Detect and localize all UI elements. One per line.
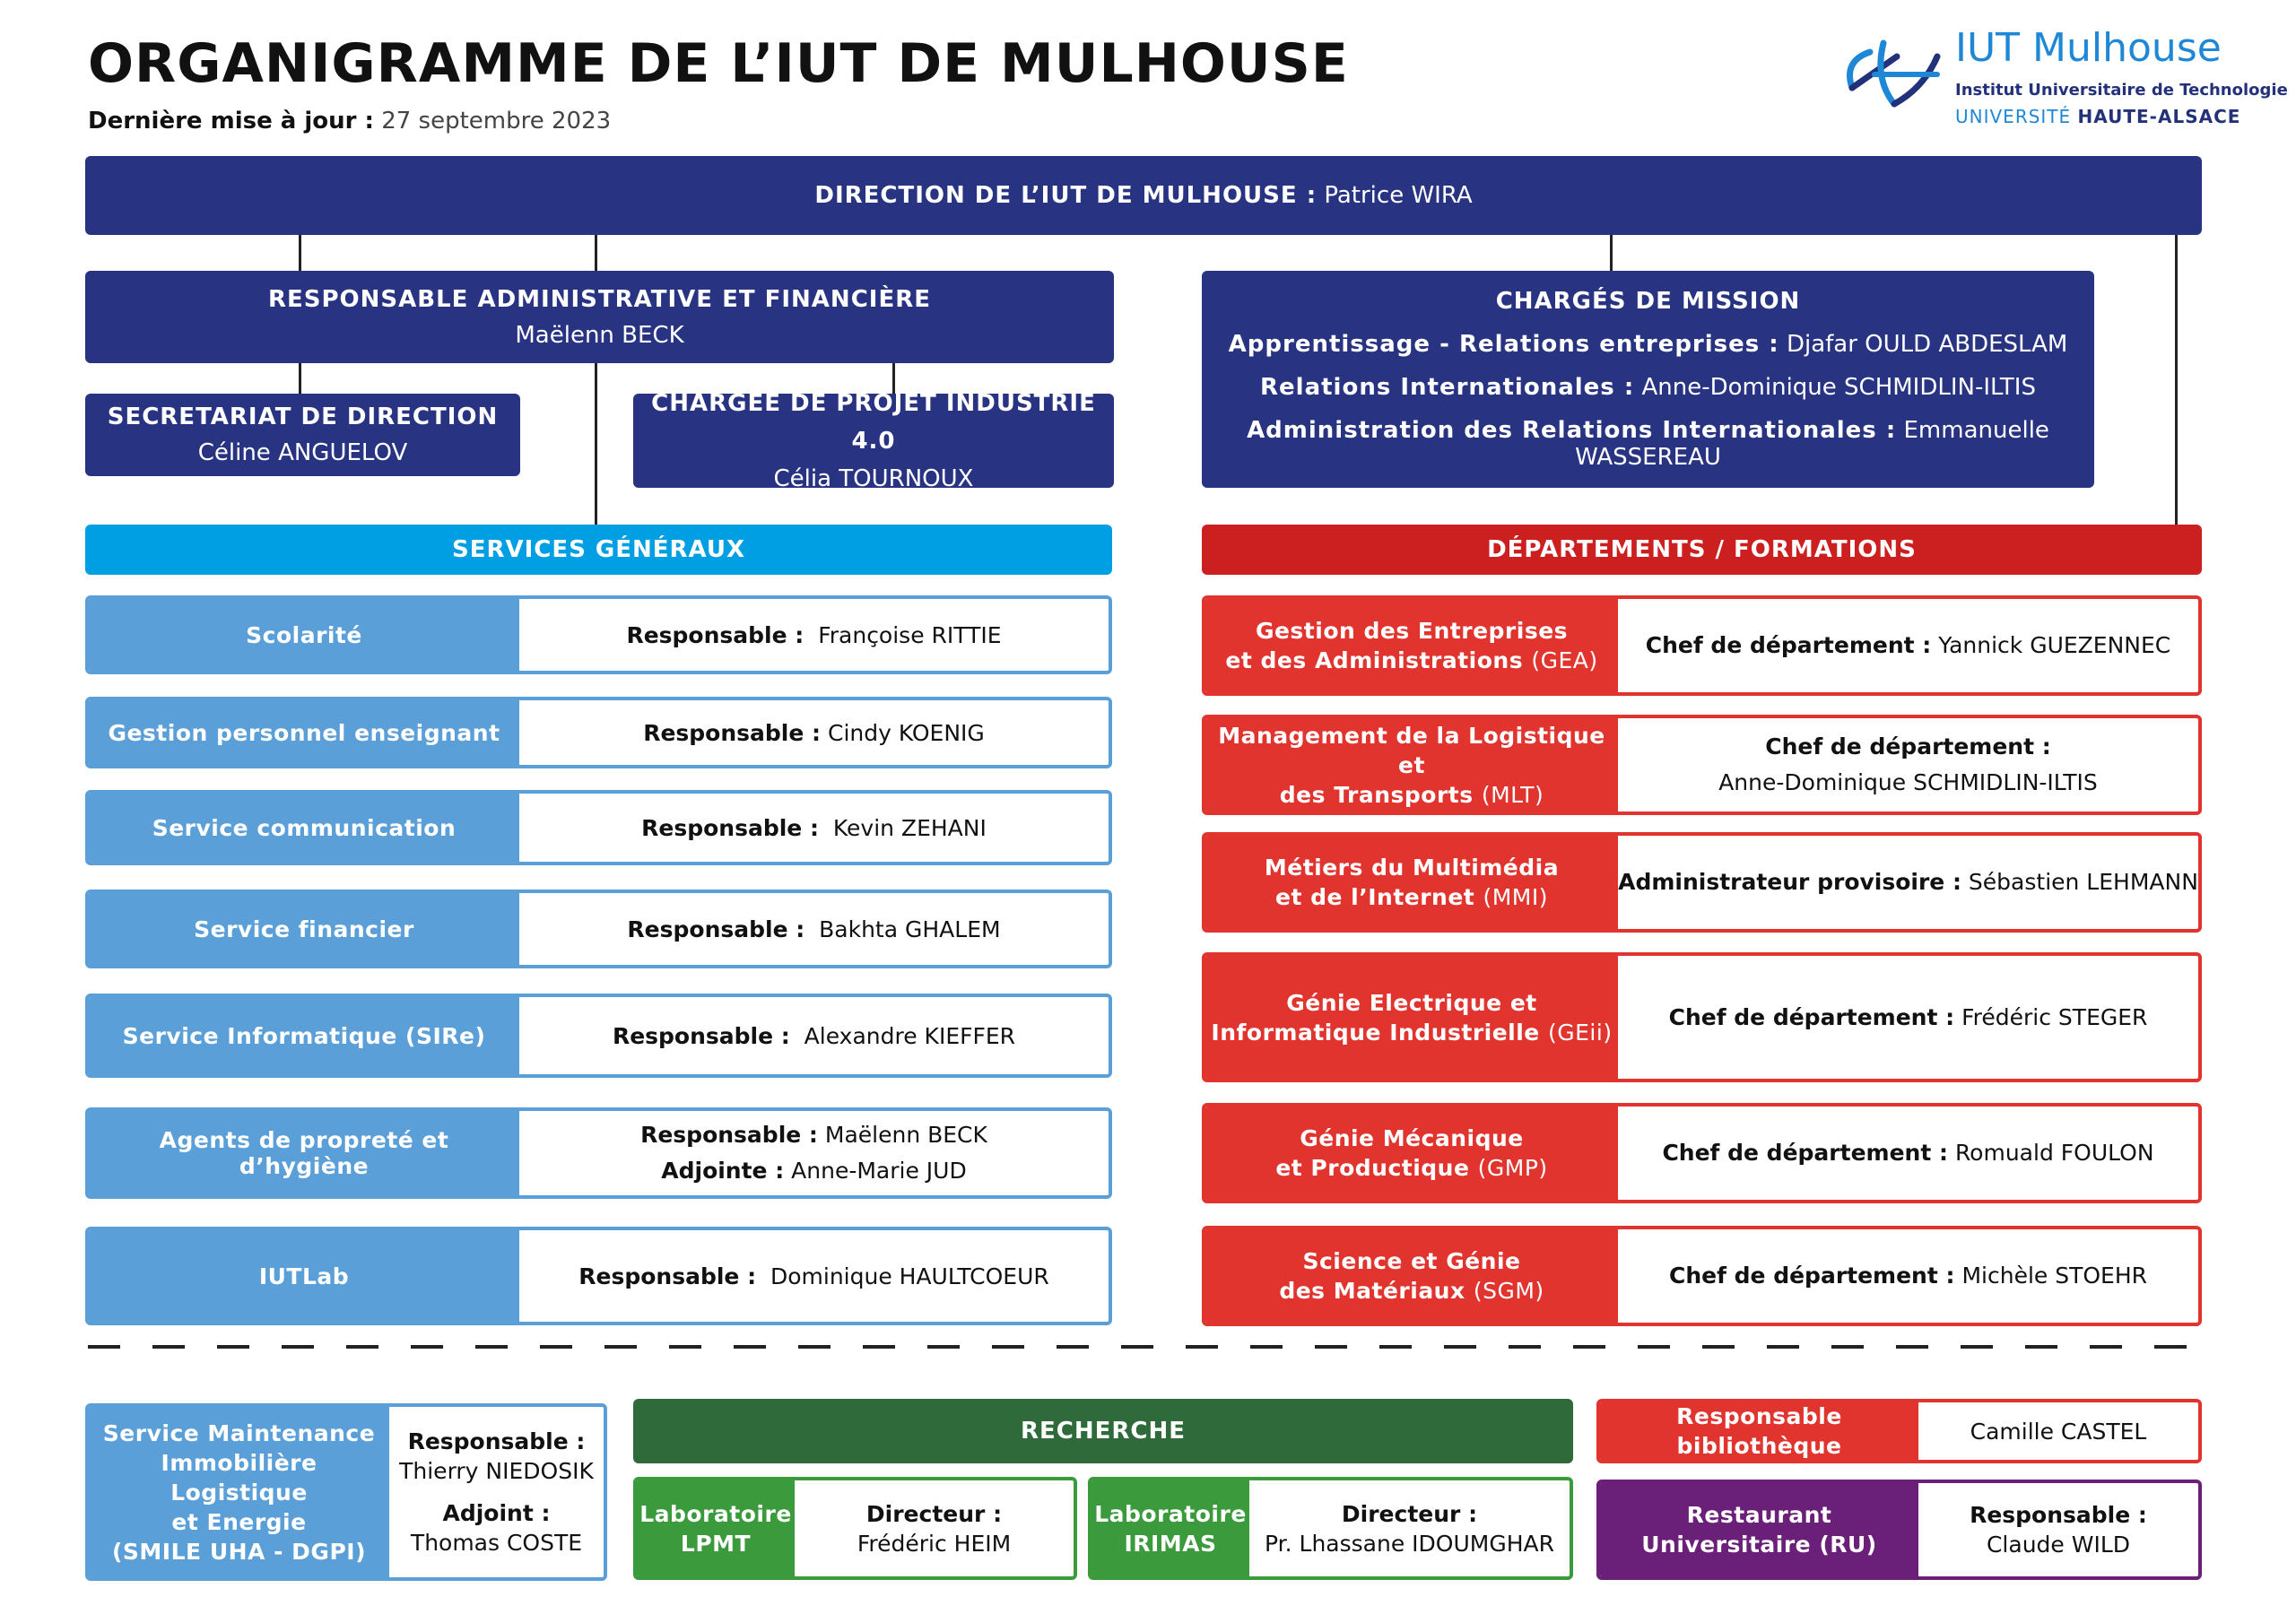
recherche-title-bar: RECHERCHE <box>633 1399 1573 1463</box>
missions-box: CHARGÉS DE MISSION Apprentissage - Relat… <box>1202 271 2094 488</box>
logo-subtitle: Institut Universitaire de Technologie <box>1955 81 2288 100</box>
service-row: Scolarité Responsable : Françoise RITTIE <box>85 595 1112 674</box>
raf-title: RESPONSABLE ADMINISTRATIVE ET FINANCIÈRE <box>267 285 931 313</box>
iut-logo: IUT Mulhouse Institut Universitaire de T… <box>1839 25 2288 127</box>
secretariat-box: SECRETARIAT DE DIRECTION Céline ANGUELOV <box>85 394 520 476</box>
service-row: Service financier Responsable : Bakhta G… <box>85 890 1112 968</box>
direction-name: Patrice WIRA <box>1324 182 1473 209</box>
industrie-box: CHARGÉE DE PROJET INDUSTRIE 4.0 Célia TO… <box>633 390 1114 492</box>
raf-box: RESPONSABLE ADMINISTRATIVE ET FINANCIÈRE… <box>85 271 1114 363</box>
service-row: Service communication Responsable : Kevi… <box>85 790 1112 865</box>
service-row: Service Informatique (SIRe) Responsable … <box>85 994 1112 1078</box>
logo-name: IUT Mulhouse <box>1955 25 2222 71</box>
service-row: Agents de propreté et d’hygiène Responsa… <box>85 1107 1112 1199</box>
page-title: ORGANIGRAMME DE L’IUT DE MULHOUSE <box>88 32 1349 95</box>
mission-item: Relations Internationales : Anne-Dominiq… <box>1260 374 2036 401</box>
raf-name: Maëlenn BECK <box>515 321 684 349</box>
iut-logo-icon <box>1847 39 1941 108</box>
direction-box: DIRECTION DE L’IUT DE MULHOUSE : Patrice… <box>85 156 2202 235</box>
dashed-separator <box>88 1345 2205 1349</box>
service-row: IUTLab Responsable : Dominique HAULTCOEU… <box>85 1227 1112 1325</box>
services-title-bar: SERVICES GÉNÉRAUX <box>85 525 1112 575</box>
service-row: Gestion personnel enseignant Responsable… <box>85 697 1112 768</box>
update-label: Dernière mise à jour : <box>88 108 374 135</box>
industrie-title: CHARGÉE DE PROJET INDUSTRIE 4.0 <box>651 389 1096 455</box>
update-date: Dernière mise à jour : 27 septembre 2023 <box>88 108 611 135</box>
mission-item: Apprentissage - Relations entreprises : … <box>1228 331 2068 358</box>
secretariat-title: SECRETARIAT DE DIRECTION <box>107 404 499 430</box>
logo-university: UNIVERSITÉ HAUTE-ALSACE <box>1955 106 2241 127</box>
direction-label: DIRECTION DE L’IUT DE MULHOUSE : <box>814 182 1318 209</box>
industrie-name: Célia TOURNOUX <box>773 464 974 492</box>
secretariat-name: Céline ANGUELOV <box>197 439 408 466</box>
missions-title: CHARGÉS DE MISSION <box>1495 288 1801 315</box>
update-value: 27 septembre 2023 <box>381 108 612 135</box>
departements-title-bar: DÉPARTEMENTS / FORMATIONS <box>1202 525 2202 575</box>
mission-item: Administration des Relations Internation… <box>1247 417 2049 471</box>
